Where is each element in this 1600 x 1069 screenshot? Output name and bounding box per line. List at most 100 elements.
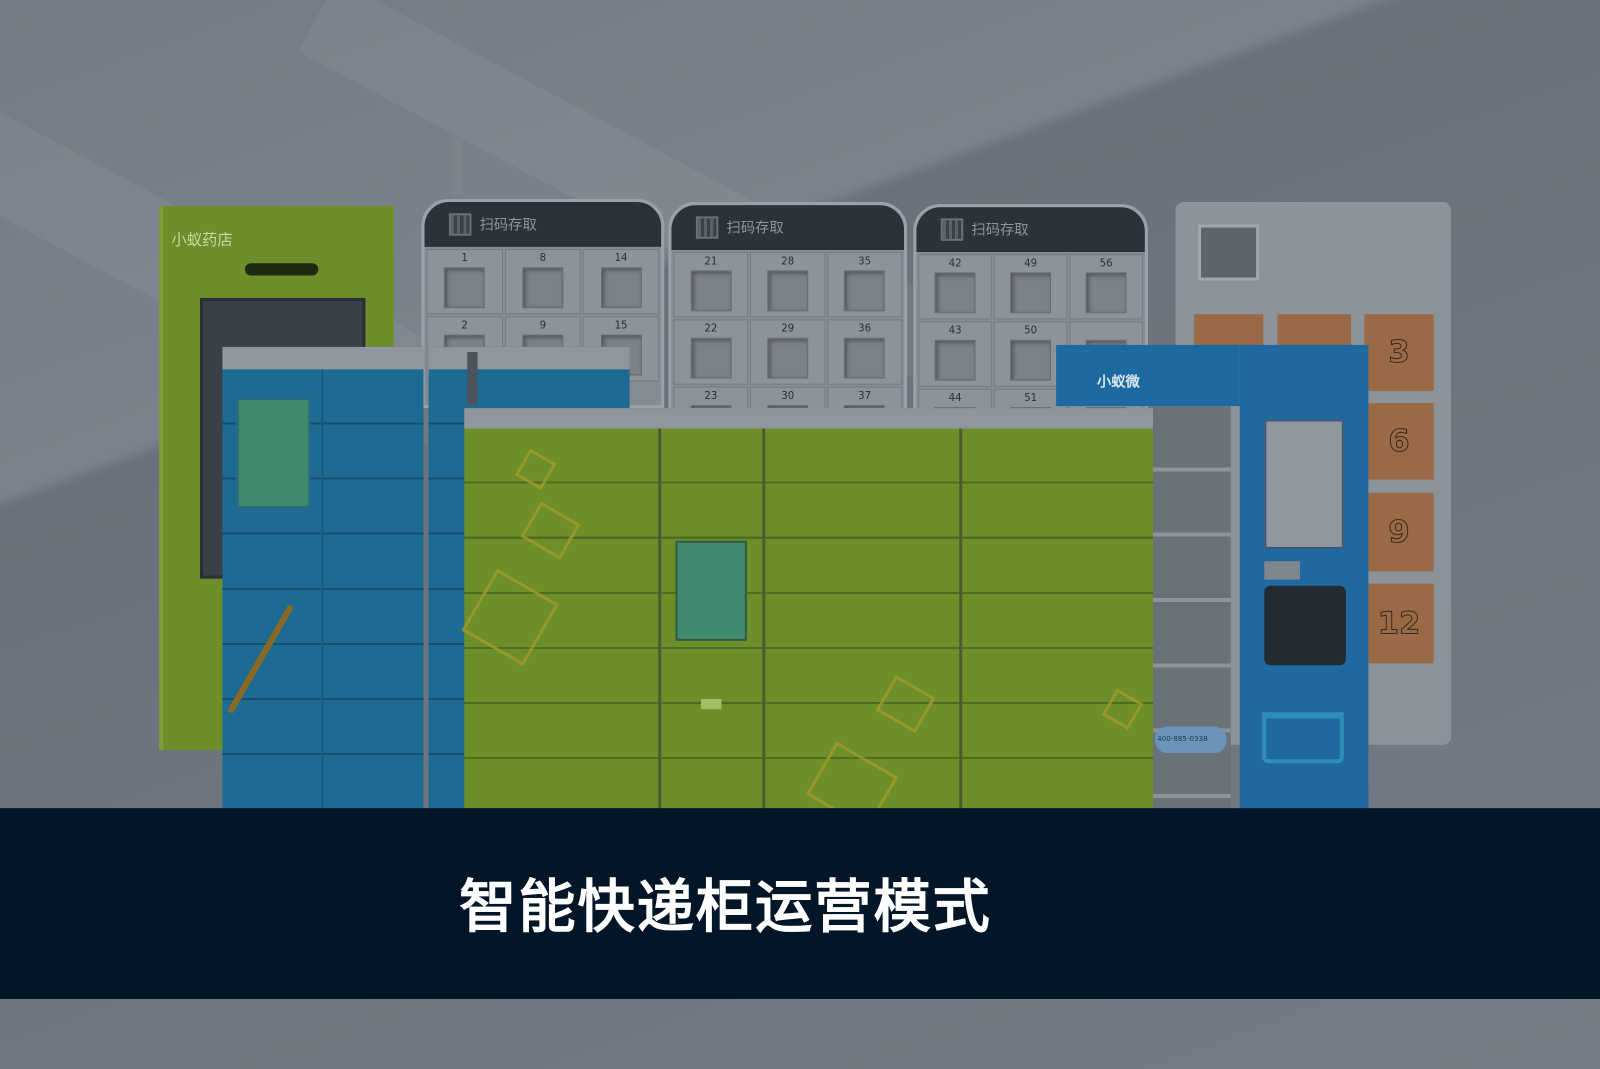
hexagon-decoration bbox=[520, 501, 581, 560]
locker-number: 43 bbox=[948, 325, 962, 337]
locker-window bbox=[600, 267, 642, 309]
orange-locker-3: 3 bbox=[1364, 314, 1434, 391]
locker-window bbox=[844, 270, 886, 312]
scan-locker-unit: 扫码存取 21 28 35 22 29 36 23 30 37 bbox=[668, 202, 908, 412]
scanner bbox=[701, 698, 722, 710]
column-divider bbox=[959, 428, 963, 829]
locker-window bbox=[690, 337, 732, 379]
caption-title: 智能快递柜运营模式 bbox=[459, 874, 992, 941]
hotline: 400-885-0338 bbox=[1155, 726, 1227, 754]
vending-panel bbox=[1239, 344, 1369, 809]
locker-number: 21 bbox=[704, 256, 718, 268]
qr-code-icon bbox=[695, 216, 719, 239]
locker-number: 9 bbox=[539, 320, 547, 332]
locker-door[interactable]: 35 bbox=[827, 252, 903, 318]
locker-number: 51 bbox=[1024, 392, 1038, 405]
caption-bar: 智能快递柜运营模式 bbox=[0, 808, 1600, 999]
green-locker-bank bbox=[461, 408, 1154, 831]
hexagon-decoration bbox=[514, 448, 557, 491]
locker-door[interactable]: 23 bbox=[673, 386, 749, 409]
card-slot bbox=[244, 263, 319, 276]
locker-number: 14 bbox=[614, 253, 628, 265]
camera-pole bbox=[452, 137, 463, 197]
locker-window bbox=[844, 405, 886, 409]
locker-window bbox=[1010, 272, 1052, 314]
locker-number: 50 bbox=[1024, 325, 1038, 337]
locker-door[interactable]: 14 bbox=[582, 248, 660, 315]
locker-number: 8 bbox=[539, 253, 547, 265]
leaf-decoration bbox=[227, 604, 351, 747]
blue-locker-1 bbox=[222, 346, 424, 831]
pharmacy-brand: 小蚁药店 bbox=[171, 230, 233, 249]
hexagon-decoration bbox=[875, 674, 936, 734]
locker-number: 22 bbox=[704, 323, 718, 335]
locker-window bbox=[934, 339, 976, 381]
locker-number: 36 bbox=[858, 323, 872, 335]
column-divider bbox=[321, 369, 324, 831]
locker-number: 29 bbox=[781, 323, 795, 335]
locker-header-label: 扫码存取 bbox=[479, 217, 537, 234]
vending-shelves: 400-885-0338 bbox=[1153, 406, 1231, 809]
vending-header: 小蚁微 bbox=[1056, 344, 1240, 407]
locker-window bbox=[1010, 339, 1052, 381]
locker-window bbox=[1085, 272, 1127, 314]
locker-door[interactable]: 36 bbox=[827, 319, 903, 385]
locker-number: 37 bbox=[858, 390, 872, 403]
locker-number: 44 bbox=[948, 392, 962, 405]
locker-header: 扫码存取 bbox=[424, 202, 662, 247]
locker-screen bbox=[675, 540, 747, 641]
locker-header-label: 扫码存取 bbox=[726, 220, 784, 237]
camera-icon bbox=[467, 352, 478, 406]
locker-number: 2 bbox=[461, 320, 468, 332]
locker-door[interactable]: 22 bbox=[673, 319, 749, 385]
locker-window bbox=[844, 337, 886, 379]
locker-window bbox=[690, 405, 732, 409]
locker-door[interactable]: 56 bbox=[1069, 254, 1143, 320]
locker-number: 23 bbox=[704, 390, 718, 403]
locker-number: 28 bbox=[781, 256, 795, 268]
locker-door[interactable]: 29 bbox=[750, 319, 826, 385]
locker-screen bbox=[236, 397, 311, 509]
orange-locker bbox=[1277, 314, 1352, 345]
orange-locker-9: 9 bbox=[1364, 492, 1434, 572]
vending-screen bbox=[1264, 419, 1344, 549]
locker-window bbox=[522, 267, 564, 309]
photo-thumbnail bbox=[1197, 224, 1260, 281]
orange-locker bbox=[1193, 314, 1264, 345]
locker-door[interactable]: 30 bbox=[750, 386, 826, 409]
locker-door[interactable]: 37 bbox=[827, 386, 903, 409]
qr-code-icon bbox=[448, 213, 472, 236]
qr-code-icon bbox=[940, 218, 964, 241]
locker-window bbox=[767, 270, 809, 312]
locker-door[interactable]: 50 bbox=[993, 321, 1068, 387]
locker-header: 扫码存取 bbox=[916, 207, 1145, 253]
locker-door[interactable]: 8 bbox=[504, 248, 581, 315]
column-divider bbox=[762, 428, 766, 829]
locker-window bbox=[444, 267, 486, 309]
shopping-cart-icon bbox=[1262, 712, 1344, 764]
locker-number: 42 bbox=[948, 258, 962, 270]
locker-window bbox=[934, 272, 976, 314]
locker-window bbox=[767, 337, 809, 379]
orange-locker-6: 6 bbox=[1364, 403, 1434, 480]
locker-door[interactable]: 28 bbox=[750, 252, 826, 318]
locker-door[interactable]: 1 bbox=[426, 248, 503, 315]
locker-number: 56 bbox=[1099, 258, 1113, 270]
hexagon-decoration bbox=[461, 568, 559, 667]
locker-window bbox=[690, 270, 732, 312]
locker-number: 35 bbox=[858, 256, 872, 268]
locker-header: 扫码存取 bbox=[671, 205, 905, 250]
locker-door[interactable]: 21 bbox=[673, 252, 749, 318]
locker-number: 49 bbox=[1024, 258, 1038, 270]
vending-brand: 小蚁微 bbox=[1096, 374, 1140, 391]
locker-door[interactable]: 43 bbox=[918, 321, 992, 387]
orange-locker-12: 12 bbox=[1364, 583, 1434, 664]
locker-number: 30 bbox=[781, 390, 795, 403]
locker-door[interactable]: 49 bbox=[993, 254, 1068, 320]
locker-door[interactable]: 42 bbox=[918, 254, 992, 320]
locker-header-label: 扫码存取 bbox=[971, 222, 1029, 239]
hexagon-decoration bbox=[1101, 688, 1144, 731]
locker-window bbox=[767, 405, 809, 409]
card-reader bbox=[1264, 561, 1300, 580]
